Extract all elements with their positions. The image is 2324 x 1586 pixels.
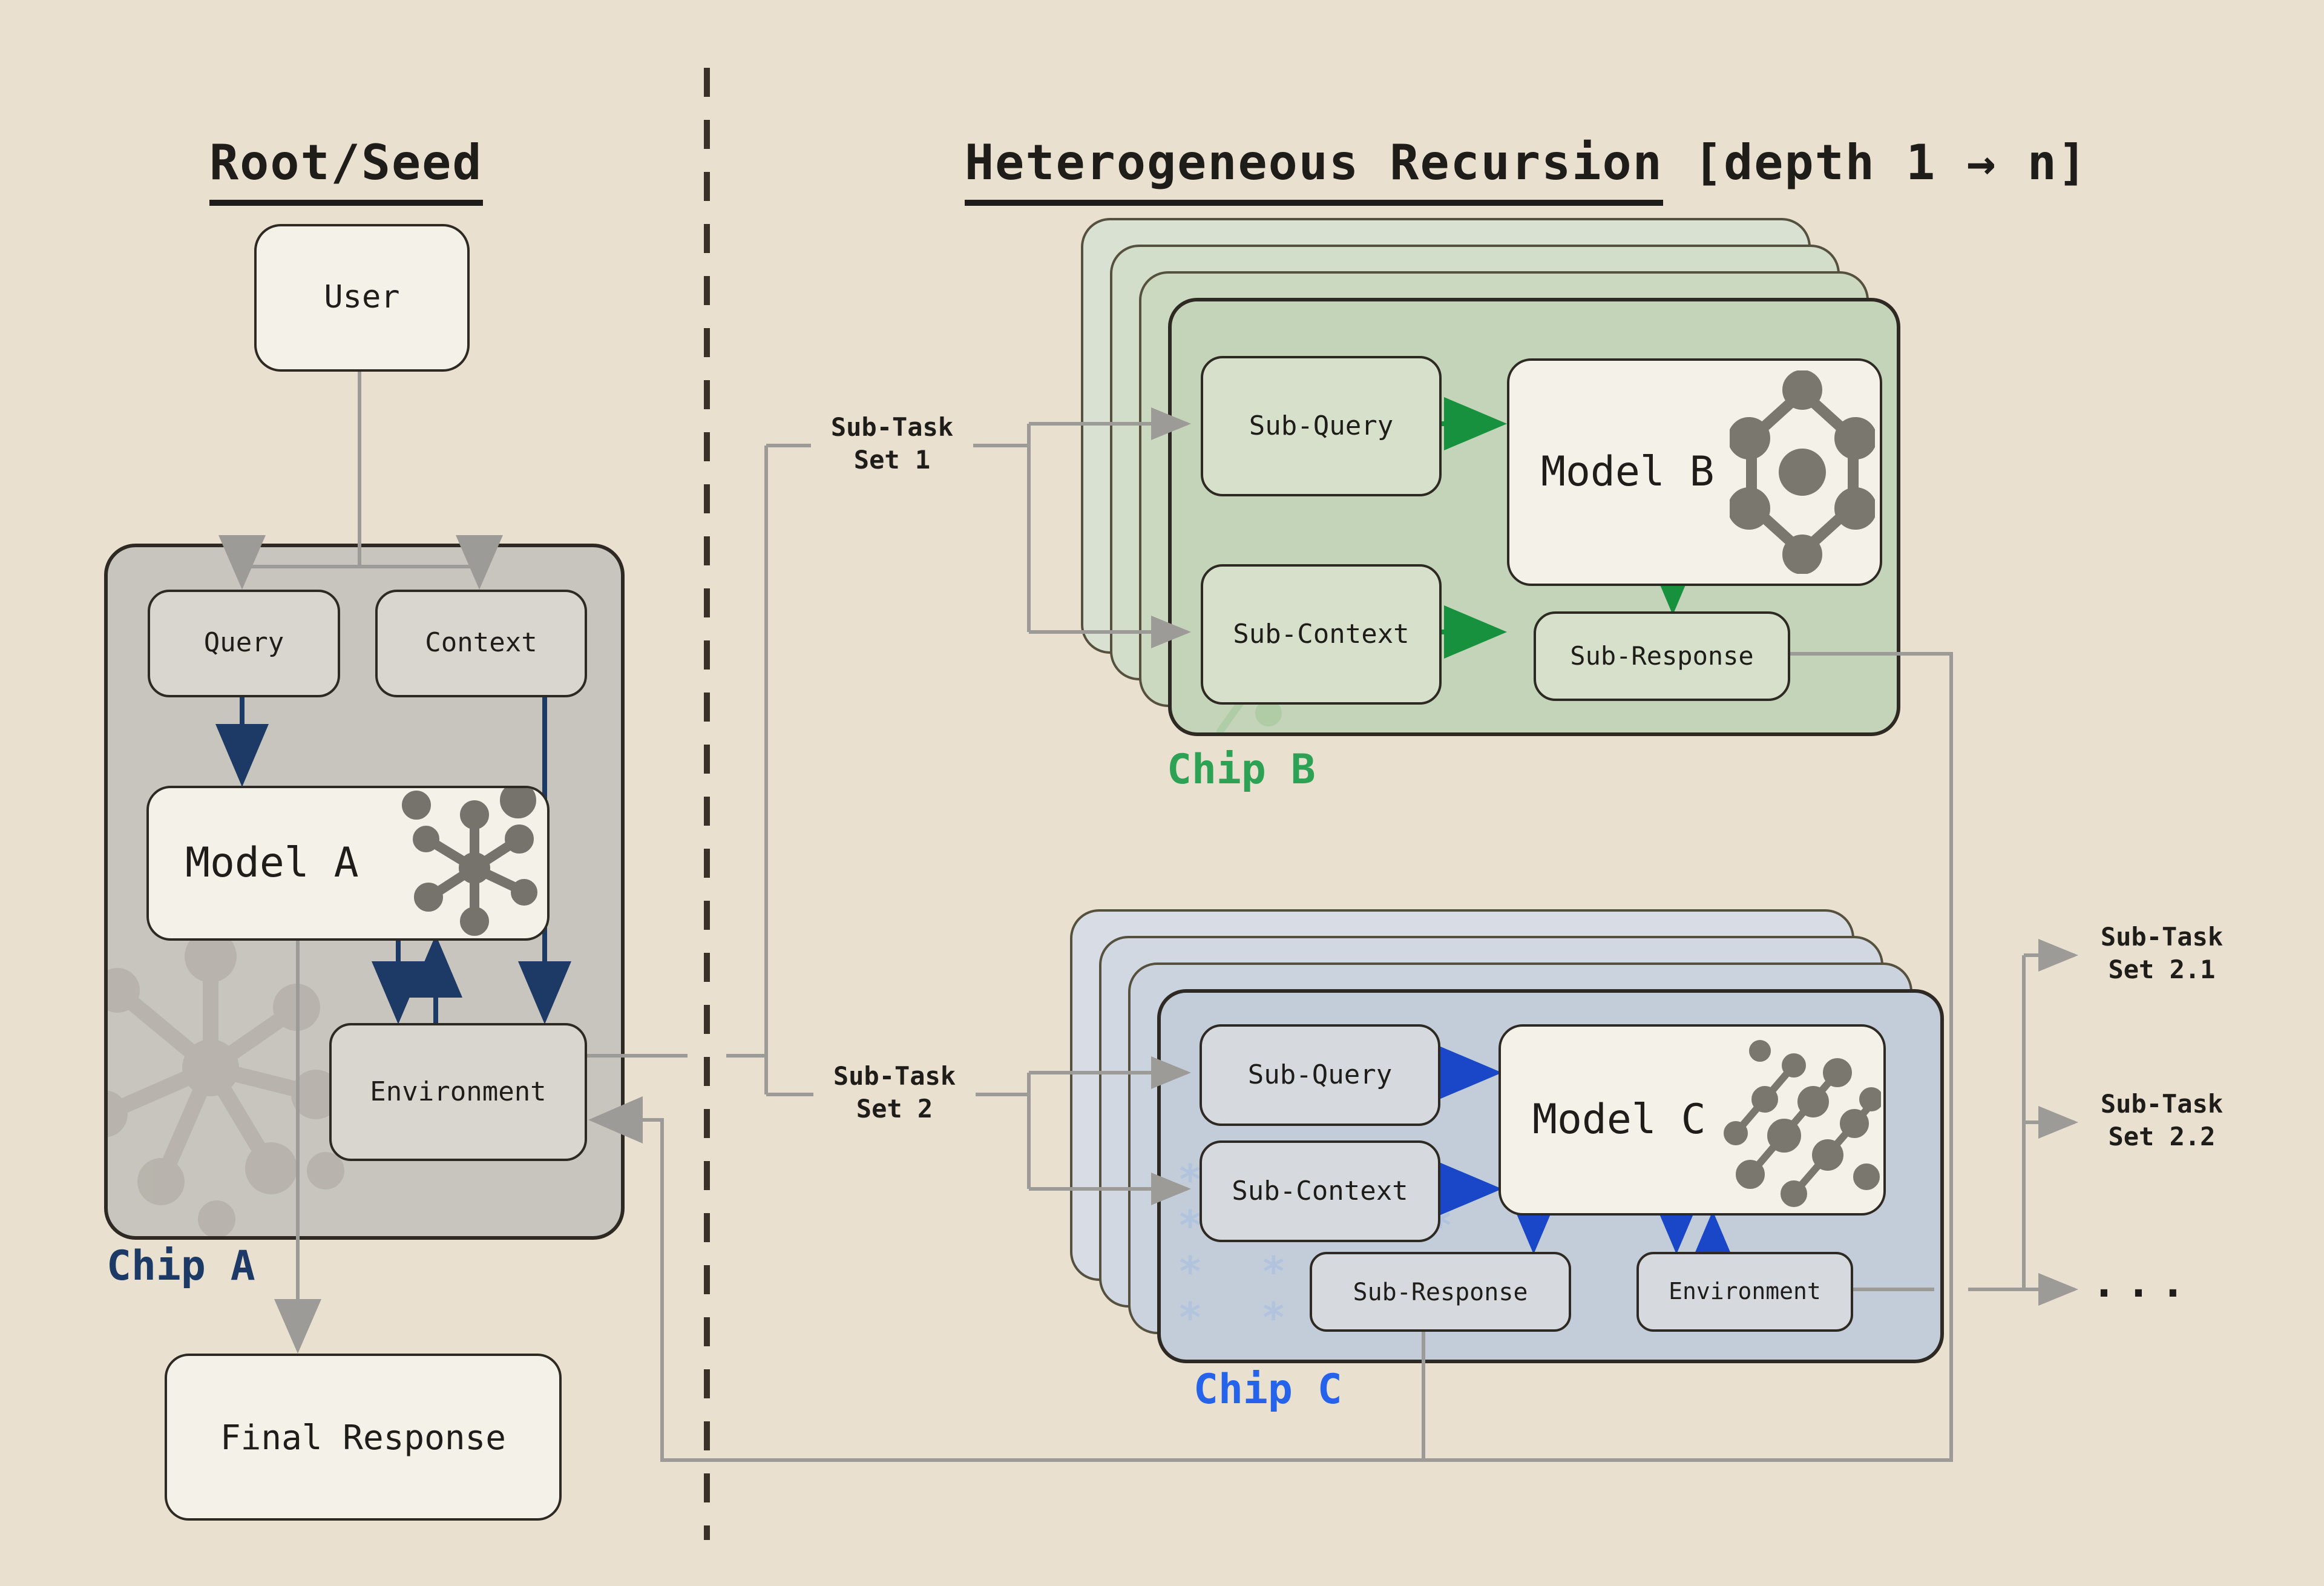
connector-sub-response-return-to-env-a [588, 652, 1953, 1462]
final-response-node-label: Final Response [220, 1417, 506, 1457]
molecule-graph-icon [1730, 370, 1875, 574]
subtask-set-1-line-2: Set 1 [853, 446, 931, 475]
subtask-set-1-line-1: Sub-Task [830, 413, 954, 442]
sub-context-b-node-label: Sub-Context [1233, 619, 1410, 650]
sub-query-c-node: Sub-Query [1200, 1024, 1440, 1126]
query-node-label: Query [203, 628, 284, 659]
model-c-node: Model C [1498, 1024, 1886, 1216]
sub-query-c-node-label: Sub-Query [1247, 1060, 1393, 1090]
environment-a-node-label: Environment [370, 1077, 547, 1107]
final-response-node: Final Response [165, 1354, 562, 1521]
subtask-set-2-1-line-2: Set 2.1 [2108, 955, 2216, 984]
model-a-node-label: Model A [185, 839, 359, 887]
context-node: Context [375, 590, 587, 697]
sub-response-c-node: Sub-Response [1310, 1252, 1571, 1332]
chip-a-label: Chip A [107, 1242, 255, 1291]
recursion-title-text: Heterogeneous Recursion [965, 136, 1663, 206]
root-seed-title-text: Root/Seed [209, 136, 483, 206]
subtask-set-2-1-line-1: Sub-Task [2100, 923, 2224, 952]
chip-b-label: Chip B [1167, 746, 1316, 794]
query-node: Query [148, 590, 340, 697]
subtask-set-2-2-line-2: Set 2.2 [2108, 1122, 2216, 1151]
section-title-root-seed: Root/Seed [209, 136, 483, 206]
chip-c-label: Chip C [1193, 1366, 1342, 1414]
sub-context-c-node-label: Sub-Context [1232, 1176, 1408, 1206]
context-node-label: Context [425, 628, 537, 659]
recursion-title-depth-suffix: [depth 1 → n] [1663, 136, 2089, 191]
sub-query-b-node: Sub-Query [1201, 356, 1442, 496]
user-node-label: User [324, 280, 400, 316]
sub-query-b-node-label: Sub-Query [1249, 411, 1394, 441]
model-b-node: Model B [1507, 358, 1882, 586]
subtask-set-2-line-1: Sub-Task [833, 1062, 956, 1091]
user-node: User [254, 224, 470, 372]
environment-c-node: Environment [1636, 1252, 1853, 1332]
sub-response-c-node-label: Sub-Response [1353, 1277, 1528, 1306]
environment-c-node-label: Environment [1669, 1278, 1821, 1305]
subtask-set-2-line-2: Set 2 [856, 1094, 933, 1124]
splat-network-watermark-icon [108, 930, 344, 1236]
sub-context-c-node: Sub-Context [1200, 1140, 1440, 1242]
sub-context-b-node: Sub-Context [1201, 564, 1442, 705]
dot-lattice-icon [1724, 1040, 1881, 1207]
model-b-node-label: Model B [1541, 448, 1715, 496]
subtask-set-2-2-line-1: Sub-Task [2100, 1090, 2224, 1119]
model-c-node-label: Model C [1532, 1096, 1706, 1144]
model-a-node: Model A [146, 786, 550, 941]
environment-a-node: Environment [329, 1023, 587, 1161]
section-title-heterogeneous-recursion: Heterogeneous Recursion [depth 1 → n] [965, 136, 2089, 206]
splat-network-icon [402, 788, 537, 936]
recursion-ellipsis-label: ... [2092, 1259, 2195, 1308]
sub-response-b-node-label: Sub-Response [1570, 642, 1754, 671]
sub-response-b-node: Sub-Response [1534, 611, 1790, 701]
